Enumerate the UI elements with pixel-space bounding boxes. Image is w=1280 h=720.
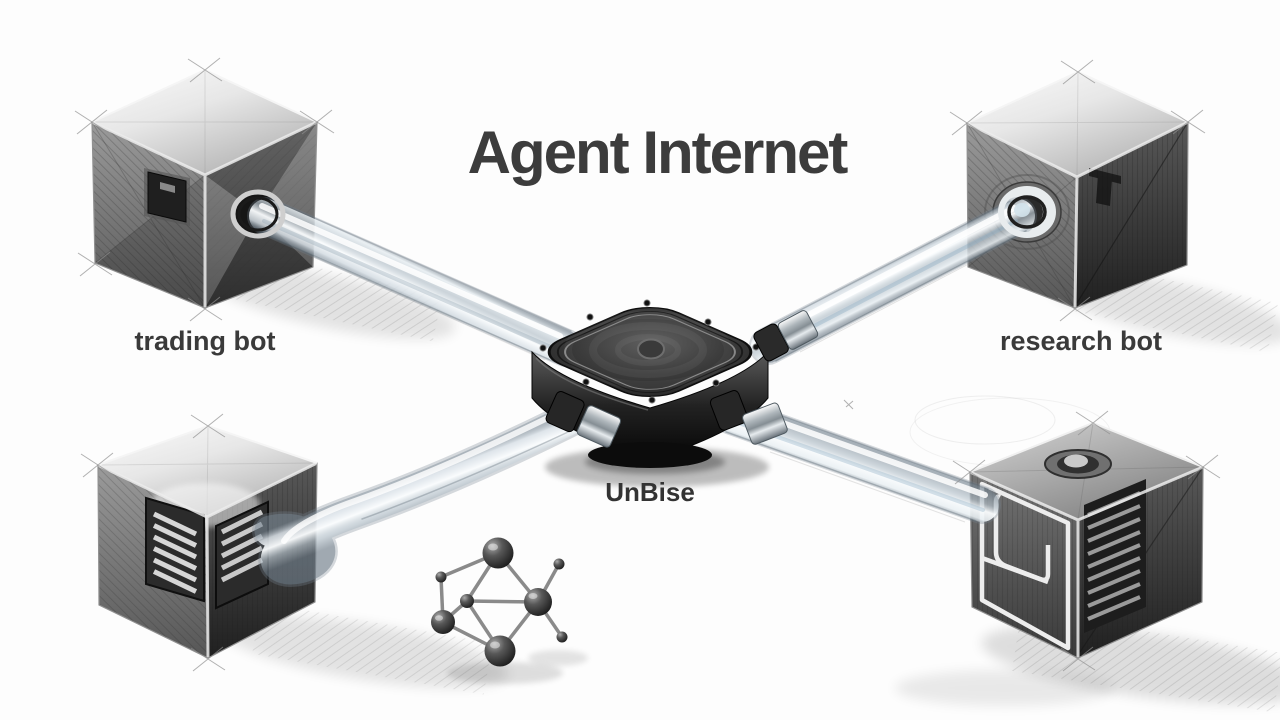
glass-tube-bottom-left [252,394,602,587]
vent-cube [97,424,318,659]
trading-bot-cube [91,68,318,309]
knob-cube [969,421,1204,659]
vent-grille-left [145,496,205,603]
molecule-network [431,537,568,667]
hub-connectors [545,310,819,448]
button-slot [160,182,175,193]
construction-marks [74,57,1221,672]
hub-center-button [637,338,665,360]
junction-hub [531,299,819,468]
label-hub: UnBise [605,477,695,507]
research-bot-cube [966,70,1189,309]
label-research-bot: research bot [999,326,1163,356]
vent-grille-side [1084,479,1146,633]
tube-port-rims [230,186,1056,239]
panel-mark [1089,168,1121,206]
top-knob [1044,449,1112,479]
page-title: Agent Internet [467,119,849,186]
glass-tube-top-left [247,197,585,367]
label-trading-bot: trading bot [134,326,276,356]
